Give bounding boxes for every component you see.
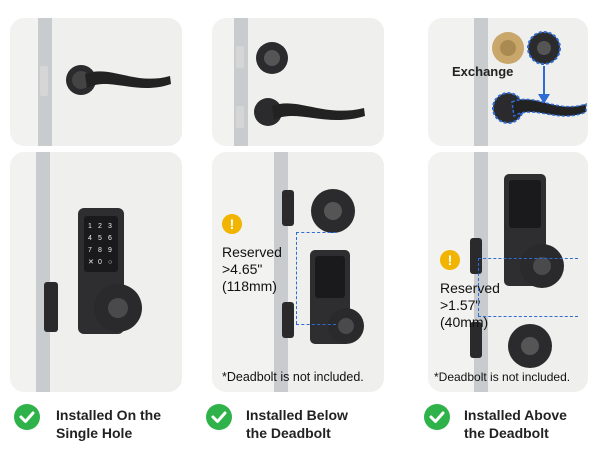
bottom-panel-2: ! Reserved >4.65" (118mm) *Deadbolt is n… bbox=[212, 152, 384, 392]
latch-plate bbox=[44, 282, 58, 332]
reserved-inches: >1.57" bbox=[440, 297, 481, 313]
svg-text:2: 2 bbox=[98, 223, 102, 230]
caption-line: the Deadbolt bbox=[246, 425, 331, 441]
deadbolt-icon bbox=[527, 31, 561, 65]
svg-text:3: 3 bbox=[108, 223, 112, 230]
caption-line: Single Hole bbox=[56, 425, 133, 441]
warning-icon: ! bbox=[440, 250, 460, 270]
arrow-icon bbox=[538, 66, 550, 104]
reserved-block: Reserved >4.65" (118mm) bbox=[222, 244, 282, 295]
top-panel-2 bbox=[212, 18, 384, 146]
caption-line: Installed Below bbox=[246, 407, 348, 423]
measure-line bbox=[478, 258, 479, 316]
deadbolt-note: *Deadbolt is not included. bbox=[434, 370, 571, 384]
reserved-label: Reserved bbox=[440, 280, 500, 296]
caption-1: Installed On the Single Hole bbox=[56, 406, 161, 442]
svg-text:✕: ✕ bbox=[88, 259, 94, 266]
measure-line bbox=[296, 232, 297, 324]
measure-line bbox=[478, 316, 578, 317]
caption-2: Installed Below the Deadbolt bbox=[246, 406, 348, 442]
lever-latch bbox=[236, 106, 244, 128]
svg-text:8: 8 bbox=[98, 247, 102, 254]
lever-handle-icon bbox=[254, 98, 365, 126]
deadbolt-latch bbox=[282, 190, 294, 226]
bottom-panel-3: ! Reserved >1.57" (40mm) *Deadbolt is no… bbox=[428, 152, 588, 392]
deadbolt-icon bbox=[508, 324, 552, 368]
deadbolt-note: *Deadbolt is not included. bbox=[222, 370, 364, 384]
svg-text:9: 9 bbox=[108, 247, 112, 254]
caption-line: the Deadbolt bbox=[464, 425, 549, 441]
brass-knob-icon bbox=[492, 32, 524, 64]
lever-handle-icon bbox=[66, 65, 171, 95]
svg-text:5: 5 bbox=[98, 235, 102, 242]
measure-line bbox=[296, 324, 336, 325]
deadbolt-icon bbox=[256, 42, 288, 74]
svg-text:4: 4 bbox=[88, 235, 92, 242]
reserved-label: Reserved bbox=[222, 244, 282, 260]
caption-line: Installed Above bbox=[464, 407, 567, 423]
caption-3: Installed Above the Deadbolt bbox=[464, 406, 567, 442]
latch-plate bbox=[40, 66, 48, 96]
keypad-lock-icon bbox=[504, 174, 564, 288]
deadbolt-latch bbox=[470, 322, 482, 358]
keypad-lock-icon bbox=[310, 250, 364, 344]
svg-text:7: 7 bbox=[88, 247, 92, 254]
measure-line bbox=[296, 232, 336, 233]
exchange-label: Exchange bbox=[452, 64, 514, 79]
lock-latch bbox=[470, 238, 482, 274]
svg-text:0: 0 bbox=[98, 259, 102, 266]
check-circle-icon bbox=[206, 404, 232, 430]
reserved-mm: (40mm) bbox=[440, 314, 489, 330]
lever-handle-icon bbox=[492, 92, 587, 124]
deadbolt-icon bbox=[311, 189, 355, 233]
reserved-block: Reserved >1.57" (40mm) bbox=[440, 280, 500, 331]
caption-line: Installed On the bbox=[56, 407, 162, 423]
check-circle-icon bbox=[424, 404, 450, 430]
check-circle-icon bbox=[14, 404, 40, 430]
top-panel-1 bbox=[10, 18, 182, 146]
door-edge bbox=[474, 18, 488, 146]
reserved-inches: >4.65" bbox=[222, 261, 263, 277]
measure-line bbox=[478, 258, 578, 259]
lock-latch bbox=[282, 302, 294, 338]
svg-text:1: 1 bbox=[88, 223, 92, 230]
svg-text:6: 6 bbox=[108, 235, 112, 242]
warning-icon: ! bbox=[222, 214, 242, 234]
top-panel-3: Exchange bbox=[428, 18, 588, 146]
reserved-mm: (118mm) bbox=[222, 278, 277, 294]
door-edge bbox=[36, 152, 50, 392]
deadbolt-latch bbox=[236, 46, 244, 68]
svg-text:○: ○ bbox=[108, 259, 112, 266]
